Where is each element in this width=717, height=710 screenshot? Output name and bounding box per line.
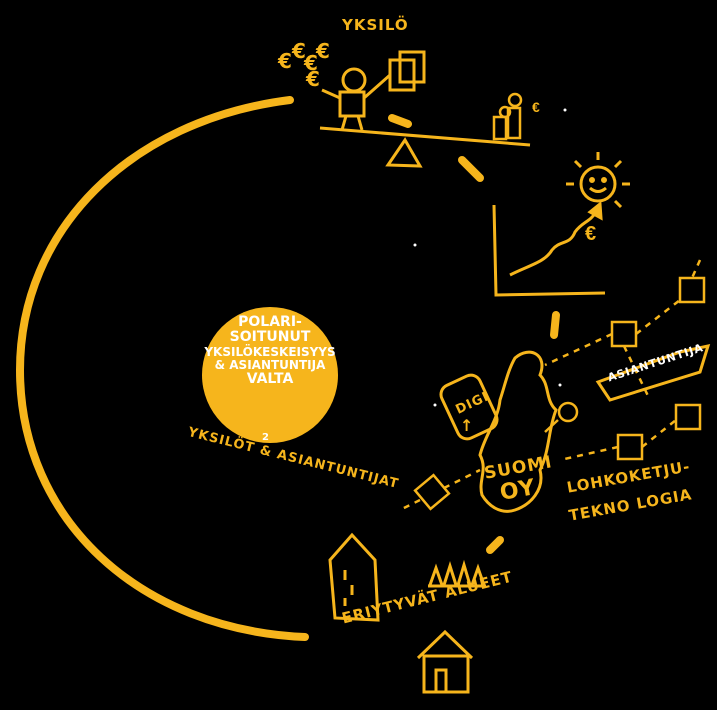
outer-arc [15,96,309,641]
house-icon [416,629,474,694]
arc-dash [550,311,560,339]
center-circle [202,307,338,443]
svg-text:€: € [277,49,292,73]
tablet-icon [439,373,499,441]
group-people-icon: € [492,92,540,141]
svg-text:€: € [303,51,318,75]
block-node [413,473,451,511]
expert-banner [595,343,711,402]
sun-icon [566,152,630,216]
svg-text:€: € [585,223,596,245]
svg-text:€: € [291,39,306,63]
center-line-4: & ASIANTUNTIJA [214,357,326,372]
svg-text:€: € [305,67,320,91]
block-node [678,276,706,304]
euro-symbols-icon: €€€€€ [277,39,330,91]
block-node [616,433,644,461]
crowd-icon [428,559,486,588]
footnote-number: 2 [262,432,270,443]
seesaw-icon [319,126,531,168]
center-line-1: POLARI- [238,314,302,330]
growth-chart-icon: € [492,201,606,297]
label-digi-arrow: ↑ [460,416,475,435]
decorative-dots [413,108,567,407]
arc-dash [458,156,484,182]
svg-text:€: € [532,99,540,115]
individual-figure-icon [321,50,426,131]
label-individual: YKSILÖ [342,16,409,34]
center-caption: POLARI- SOITUNUT YKSILÖKESKEISYYS & ASIA… [200,314,340,388]
center-line-3: YKSILÖKESKEISYYS [204,344,336,359]
block-node [674,403,702,431]
skyscraper-icon [328,532,380,622]
arc-dash [486,536,504,554]
expert-figure-icon [544,401,579,433]
center-line-2: SOITUNUT [229,329,311,346]
blockchain-network [399,259,706,512]
arc-dash [388,114,412,128]
center-line-5: VALTA [246,371,294,388]
svg-text:€: € [315,39,330,63]
block-node [610,320,638,348]
